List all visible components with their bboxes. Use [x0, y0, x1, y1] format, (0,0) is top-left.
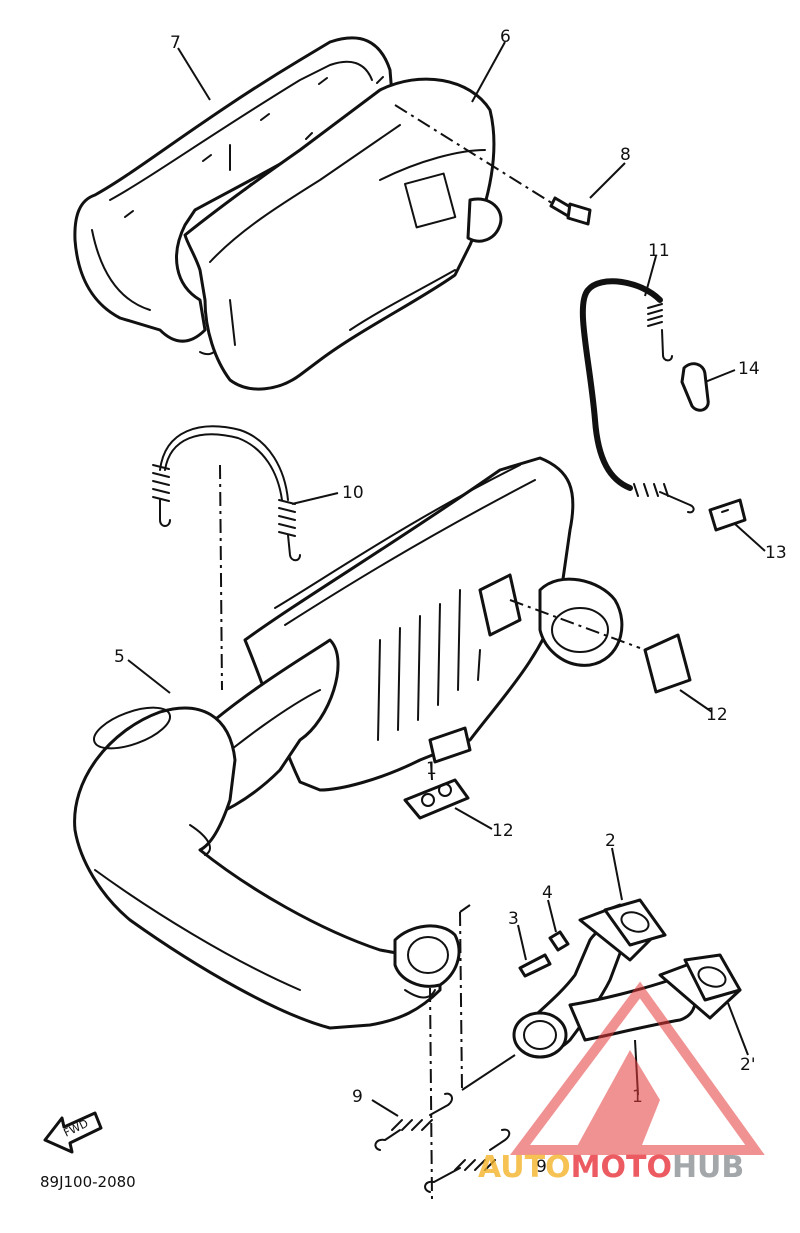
callout-4: 4	[542, 883, 553, 903]
drawing-code: 89J100-2080	[40, 1173, 136, 1191]
callout-6: 6	[500, 27, 511, 47]
watermark-hub: HUB	[672, 1150, 744, 1185]
muffler-assembly	[73, 456, 624, 1030]
callout-8: 8	[620, 145, 631, 165]
stay-rod-11	[579, 278, 695, 514]
plate-13	[708, 498, 747, 532]
watermark-moto: MOTO	[571, 1150, 672, 1185]
callout-9-lower: 9	[536, 1157, 547, 1177]
callout-10: 10	[342, 483, 364, 503]
callout-9-upper: 9	[352, 1087, 363, 1107]
bolt-8	[394, 104, 592, 226]
callout-labels: 7 6 8 11 14 10 5 13 12 12 1 2 4 3 2' 9 1…	[114, 27, 787, 1177]
watermark: AUTOMOTOHUB	[478, 981, 765, 1185]
gasket-12-lower	[403, 778, 470, 820]
gasket-12-upper	[643, 633, 692, 694]
callout-1-upper: 1	[426, 759, 437, 779]
watermark-logo-icon	[510, 981, 765, 1155]
bolt-3	[518, 953, 552, 978]
forward-arrow-icon: FWD	[43, 1111, 103, 1154]
gasket-2-prime	[683, 953, 742, 1002]
callout-2: 2	[605, 831, 616, 851]
callout-13: 13	[765, 543, 787, 563]
callout-2-prime: 2'	[740, 1055, 756, 1075]
gasket-2	[603, 898, 667, 947]
leader-lines	[127, 41, 766, 1117]
spring-9-lower	[424, 1128, 511, 1193]
watermark-auto: AUTO	[478, 1150, 571, 1185]
callout-5: 5	[114, 647, 125, 667]
callout-11: 11	[648, 241, 670, 261]
nut-4	[548, 930, 570, 952]
callout-12-lower: 12	[492, 821, 514, 841]
callout-3: 3	[508, 909, 519, 929]
heat-shield-outer	[73, 36, 394, 355]
callout-12-upper: 12	[706, 705, 728, 725]
callout-14: 14	[738, 359, 760, 379]
clip-14	[680, 362, 710, 412]
svg-text:AUTOMOTOHUB: AUTOMOTOHUB	[478, 1150, 744, 1185]
alignment-lines	[219, 464, 641, 1201]
heat-shield-inner	[183, 76, 503, 391]
spring-9-upper	[374, 1092, 453, 1151]
callout-7: 7	[170, 33, 181, 53]
spring-10	[152, 425, 301, 562]
